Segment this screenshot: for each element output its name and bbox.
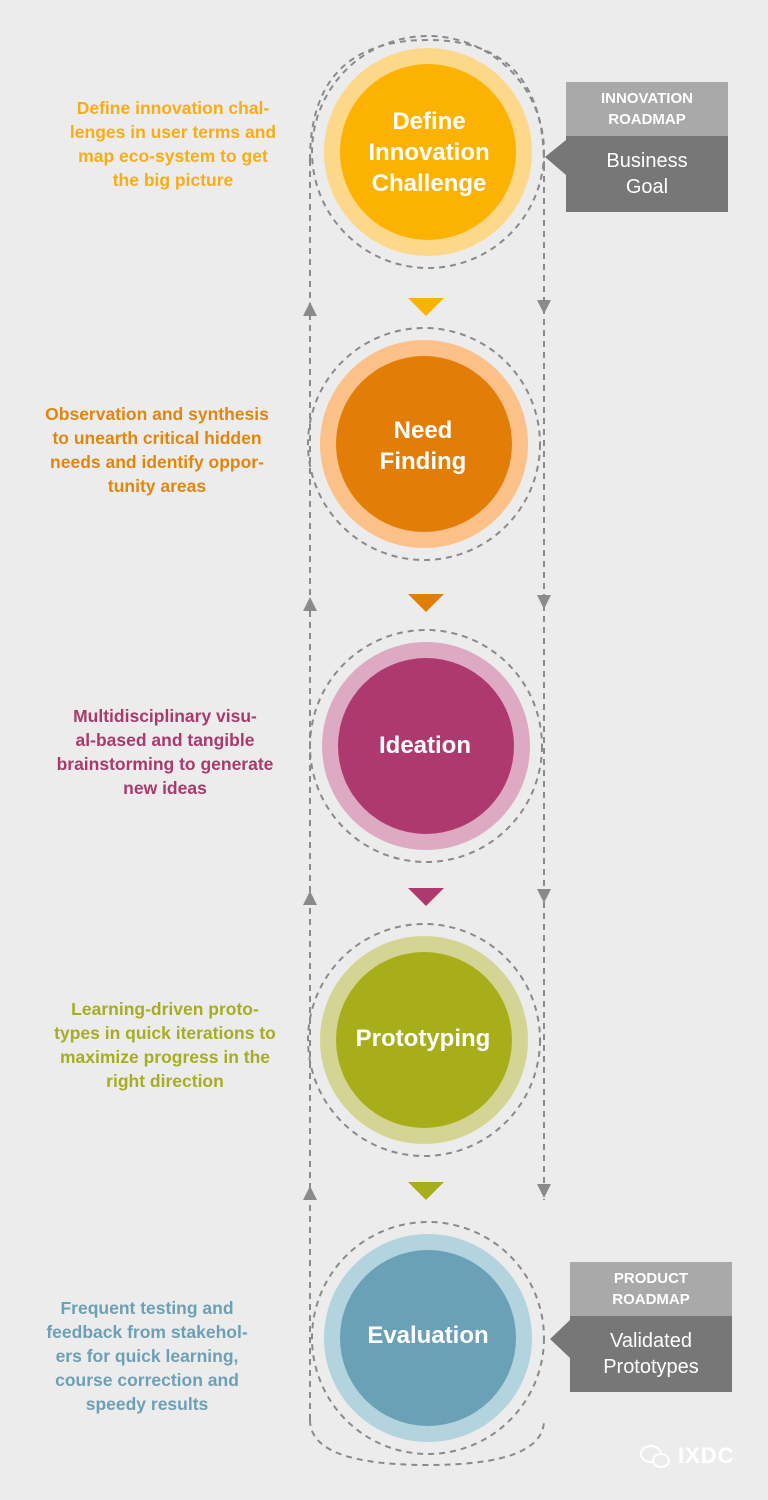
- stage-label-ideation: Ideation: [378, 732, 471, 759]
- stage-circle-need-finding: [336, 356, 512, 532]
- loop-curve-top: [309, 38, 545, 166]
- business-goal-label: Business Goal: [566, 136, 728, 212]
- up-arrow-icon: [303, 302, 317, 316]
- stage-dashed-ring-define: [311, 35, 545, 269]
- innovation-roadmap-box: INNOVATION ROADMAP Business Goal: [566, 82, 728, 212]
- product-roadmap-header: PRODUCT ROADMAP: [570, 1262, 732, 1316]
- up-arrow-icon: [303, 1186, 317, 1200]
- stage-dashed-ring-ideation: [309, 629, 543, 863]
- stage-circle-prototyping: [336, 952, 512, 1128]
- stage-label-evaluation: Evaluation: [367, 1322, 489, 1349]
- stage-description-need-finding: Observation and synthesis to unearth cri…: [45, 404, 269, 496]
- loop-curve-bottom: [309, 1419, 545, 1467]
- stage-dashed-ring-need-finding: [307, 327, 541, 561]
- stage-description-ideation: Multidisciplinary visu- al-based and tan…: [56, 706, 274, 798]
- stage-circle-define: [340, 64, 516, 240]
- innovation-roadmap-pointer-icon: [545, 140, 566, 175]
- stage-description-evaluation: Frequent testing and feedback from stake…: [46, 1298, 248, 1414]
- product-roadmap-box: PRODUCT ROADMAP Validated Prototypes: [570, 1262, 732, 1392]
- stage-description-define: Define innovation chal- lenges in user t…: [69, 98, 277, 190]
- up-arrow-icon: [303, 597, 317, 611]
- watermark-text: IXDC: [678, 1443, 735, 1468]
- stage-label-need-finding: Need Finding: [379, 417, 467, 475]
- product-roadmap-pointer-icon: [550, 1320, 570, 1358]
- validated-prototypes-label: Validated Prototypes: [570, 1316, 732, 1392]
- stage-circle-evaluation: [340, 1250, 516, 1426]
- down-arrow-icon: [537, 889, 551, 903]
- stage-connector-arrow-icon: [408, 298, 444, 316]
- down-arrow-icon: [537, 595, 551, 609]
- down-arrow-icon: [537, 1184, 551, 1198]
- wechat-icon: [640, 1444, 670, 1468]
- stage-label-define: Define Innovation Challenge: [368, 108, 490, 197]
- stage-circle-ideation: [338, 658, 514, 834]
- watermark: IXDC: [640, 1443, 735, 1469]
- stage-label-prototyping: Prototyping: [355, 1025, 491, 1052]
- down-arrow-icon: [537, 300, 551, 314]
- stage-dashed-ring-prototyping: [307, 923, 541, 1157]
- stage-description-prototyping: Learning-driven proto- types in quick it…: [54, 999, 276, 1091]
- stage-connector-arrow-icon: [408, 1182, 444, 1200]
- stage-connector-arrow-icon: [408, 888, 444, 906]
- innovation-roadmap-header: INNOVATION ROADMAP: [566, 82, 728, 136]
- stage-connector-arrow-icon: [408, 594, 444, 612]
- up-arrow-icon: [303, 891, 317, 905]
- stage-dashed-ring-evaluation: [311, 1221, 545, 1455]
